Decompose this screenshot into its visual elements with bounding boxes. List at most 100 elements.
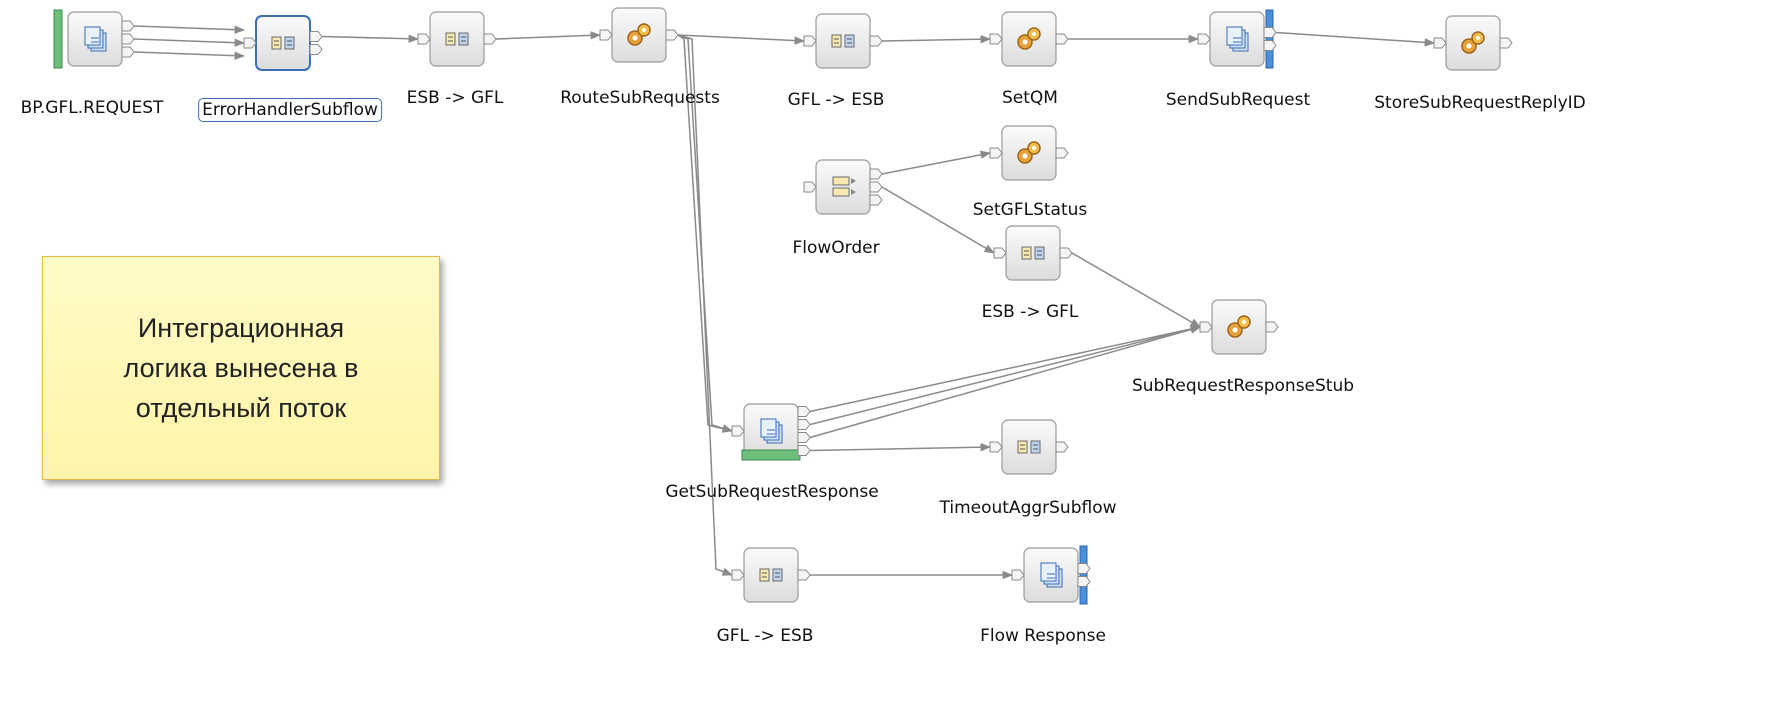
out-terminal[interactable]	[483, 33, 497, 45]
node-set-status[interactable]	[989, 125, 1069, 181]
in-terminal[interactable]	[243, 37, 257, 49]
node-send[interactable]	[1197, 9, 1277, 69]
out-terminal[interactable]	[1055, 33, 1069, 45]
node-label: SendSubRequest	[1165, 90, 1311, 110]
connection-n_get-to-n_stub[interactable]	[809, 325, 1202, 439]
compute-icon	[1017, 27, 1041, 50]
in-terminal[interactable]	[417, 33, 431, 45]
connection-n_error-to-n_esb_gfl_1[interactable]	[321, 34, 420, 43]
node-stub[interactable]	[1199, 299, 1279, 355]
mq-get-icon	[760, 418, 783, 444]
out-terminal[interactable]	[1059, 247, 1073, 259]
comment-note[interactable]: Интеграционная логика вынесена в отдельн…	[42, 256, 440, 480]
out-terminal[interactable]	[797, 419, 811, 430]
connection-n_get-to-n_stub[interactable]	[809, 325, 1202, 426]
out-terminal[interactable]	[869, 194, 883, 206]
compute-icon	[627, 23, 651, 46]
node-get[interactable]	[731, 403, 811, 461]
in-terminal[interactable]	[803, 35, 817, 47]
connection-n_flow_order-to-n_set_status[interactable]	[881, 150, 992, 175]
out-terminal[interactable]	[797, 569, 811, 581]
in-terminal[interactable]	[989, 147, 1003, 159]
out-terminal[interactable]	[1263, 27, 1277, 38]
node-label: SubRequestResponseStub	[1131, 376, 1355, 396]
mq-output-icon	[1226, 26, 1249, 52]
out-terminal[interactable]	[121, 20, 135, 32]
mapping-icon	[1021, 246, 1045, 260]
out-terminal[interactable]	[869, 35, 883, 47]
out-terminal[interactable]	[797, 445, 811, 456]
node-response[interactable]	[1011, 545, 1091, 605]
node-error[interactable]	[243, 15, 323, 71]
node-label: SetQM	[1002, 88, 1058, 108]
out-terminal[interactable]	[1077, 563, 1091, 574]
in-terminal[interactable]	[1199, 321, 1213, 333]
in-terminal[interactable]	[731, 569, 745, 581]
node-setqm[interactable]	[989, 11, 1069, 67]
node-store[interactable]	[1433, 15, 1513, 71]
connection-n_route-to-n_gfl_esb_2[interactable]	[677, 34, 733, 576]
node-route[interactable]	[599, 7, 679, 63]
in-terminal[interactable]	[1433, 37, 1447, 49]
connection-n_request-to-n_error[interactable]	[133, 25, 246, 34]
out-terminal[interactable]	[1055, 147, 1069, 159]
connection-n_get-to-n_timeout[interactable]	[809, 442, 992, 452]
out-terminal[interactable]	[869, 181, 883, 193]
compute-icon	[1017, 141, 1041, 164]
node-flow-order[interactable]	[803, 159, 883, 215]
in-terminal[interactable]	[1011, 569, 1025, 581]
mapping-icon	[759, 568, 783, 582]
compute-icon	[1461, 31, 1485, 54]
connection-n_request-to-n_error[interactable]	[133, 38, 246, 47]
connection-n_gfl_esb_1-to-n_setqm[interactable]	[881, 34, 992, 44]
out-terminal[interactable]	[1077, 576, 1091, 587]
out-terminal[interactable]	[1265, 321, 1279, 333]
out-terminal[interactable]	[797, 432, 811, 443]
out-terminal[interactable]	[1055, 441, 1069, 453]
out-terminal[interactable]	[121, 46, 135, 58]
in-terminal[interactable]	[993, 247, 1007, 259]
in-terminal[interactable]	[989, 33, 1003, 45]
out-terminal[interactable]	[309, 31, 323, 42]
compute-icon	[1227, 315, 1251, 338]
out-terminal[interactable]	[797, 406, 811, 417]
node-label: StoreSubRequestReplyID	[1374, 93, 1586, 113]
node-request[interactable]	[53, 9, 135, 69]
subflow-icon	[271, 36, 295, 50]
node-esb-gfl-2[interactable]	[993, 225, 1073, 281]
note-text: Интеграционная логика вынесена в отдельн…	[123, 313, 359, 423]
node-label: ErrorHandlerSubflow	[198, 98, 382, 122]
in-terminal[interactable]	[1197, 33, 1211, 45]
nodes-layer	[53, 7, 1513, 605]
node-label: FlowOrder	[792, 238, 880, 258]
input-queue-bar	[53, 9, 63, 69]
in-terminal[interactable]	[989, 441, 1003, 453]
out-terminal[interactable]	[1263, 40, 1277, 51]
node-esb-gfl-1[interactable]	[417, 11, 497, 67]
connection-n_get-to-n_stub[interactable]	[809, 324, 1202, 413]
node-label: TimeoutAggrSubflow	[939, 498, 1117, 518]
connection-n_route-to-n_gfl_esb_1[interactable]	[677, 34, 806, 45]
connections-layer	[133, 25, 1436, 580]
node-label: GFL -> ESB	[787, 90, 885, 110]
connection-n_request-to-n_error[interactable]	[133, 51, 246, 60]
node-gfl-esb-1[interactable]	[803, 13, 883, 69]
connection-n_esb_gfl_2-to-n_stub[interactable]	[1071, 252, 1201, 328]
connection-n_esb_gfl_1-to-n_route[interactable]	[495, 31, 602, 40]
connection-n_send-to-n_store[interactable]	[1275, 31, 1436, 47]
node-timeout[interactable]	[989, 419, 1069, 475]
in-terminal[interactable]	[731, 425, 745, 437]
node-label: SetGFLStatus	[972, 200, 1088, 220]
out-terminal[interactable]	[1499, 37, 1513, 49]
in-terminal[interactable]	[599, 29, 613, 41]
connection-n_flow_order-to-n_esb_gfl_2[interactable]	[881, 186, 995, 254]
out-terminal[interactable]	[121, 33, 135, 45]
out-terminal[interactable]	[869, 168, 883, 180]
in-terminal[interactable]	[803, 181, 817, 193]
node-gfl-esb-2[interactable]	[731, 547, 811, 603]
out-terminal[interactable]	[309, 44, 323, 55]
node-label: RouteSubRequests	[560, 88, 720, 108]
node-label: Flow Response	[980, 626, 1106, 646]
out-terminal[interactable]	[665, 29, 679, 41]
